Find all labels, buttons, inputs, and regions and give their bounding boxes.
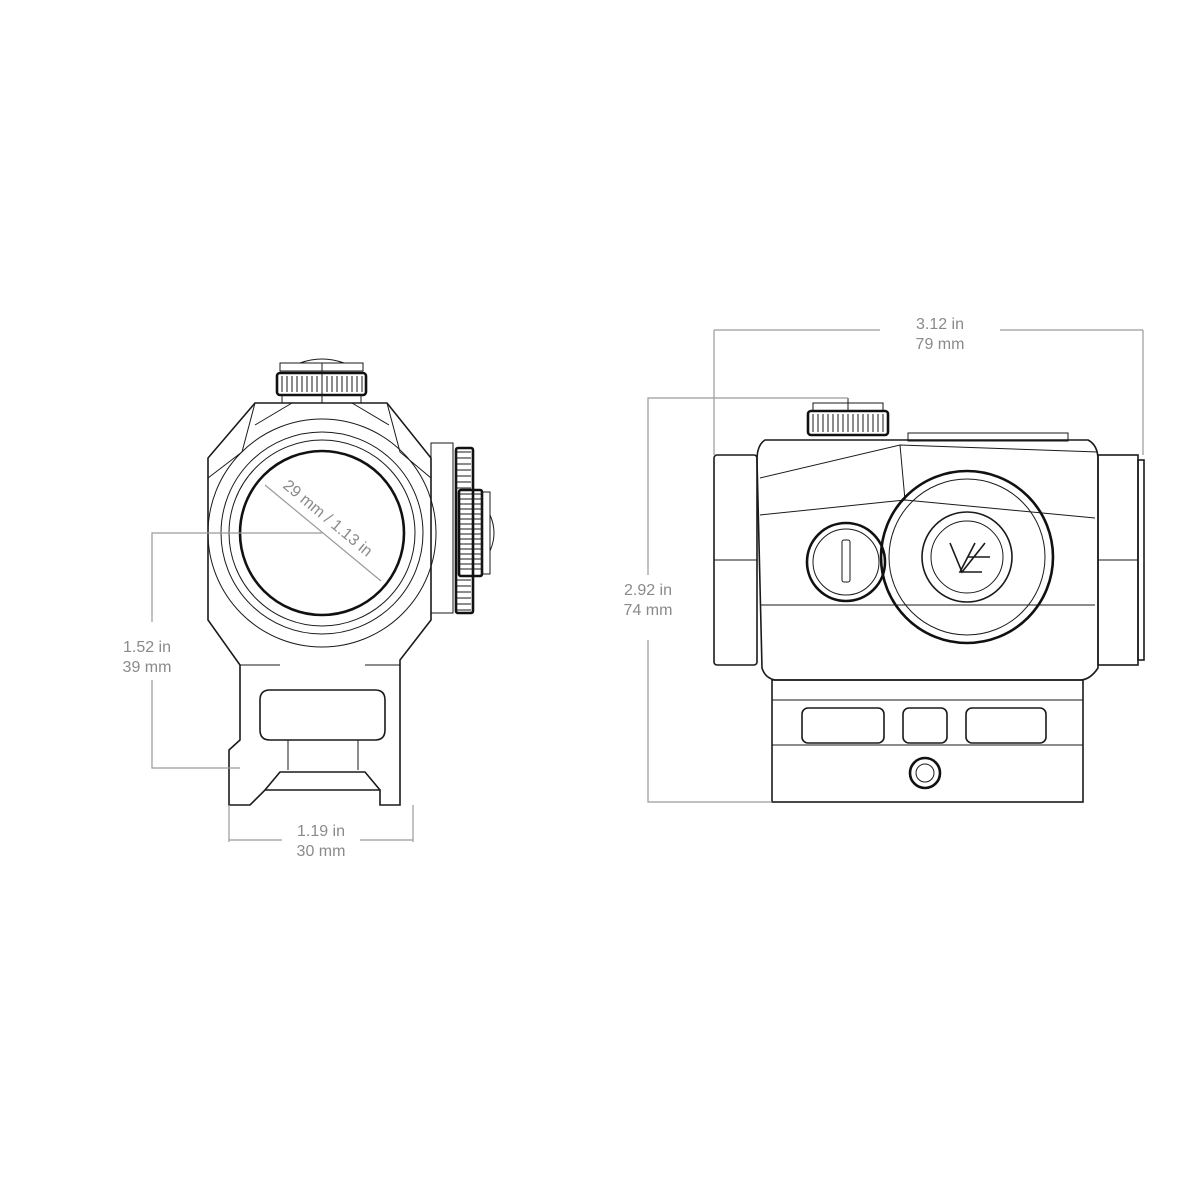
front-height-mm: 39 mm (123, 659, 172, 676)
battery-cap (805, 521, 887, 603)
front-height-in: 1.52 in (123, 639, 171, 656)
side-length-dimension: 3.12 in 79 mm (713, 316, 1144, 455)
front-width-in: 1.19 in (297, 823, 345, 840)
lens-diameter-line (264, 484, 382, 582)
side-height-mm: 74 mm (624, 602, 673, 619)
side-length-in: 3.12 in (916, 316, 964, 333)
side-body (713, 432, 1145, 681)
side-mount (771, 679, 1084, 803)
front-body (207, 402, 432, 806)
side-turret (430, 442, 495, 615)
lens-diameter-label: 29 mm / 1.13 in (279, 477, 375, 560)
side-height-dimension: 2.92 in 74 mm (624, 397, 848, 803)
brightness-dial (879, 469, 1055, 645)
front-height-dimension: 1.52 in 39 mm (123, 532, 322, 769)
front-width-dimension: 1.19 in 30 mm (228, 805, 414, 860)
side-view: 3.12 in 79 mm 2.92 in 74 mm (624, 316, 1145, 803)
side-length-mm: 79 mm (916, 336, 965, 353)
front-width-mm: 30 mm (297, 843, 346, 860)
brand-logo (949, 542, 990, 574)
top-turret (275, 358, 368, 403)
side-height-in: 2.92 in (624, 582, 672, 599)
side-top-turret (806, 398, 890, 437)
front-view: 29 mm / 1.13 in 1.52 in 39 mm 1.19 in 30… (123, 358, 495, 860)
